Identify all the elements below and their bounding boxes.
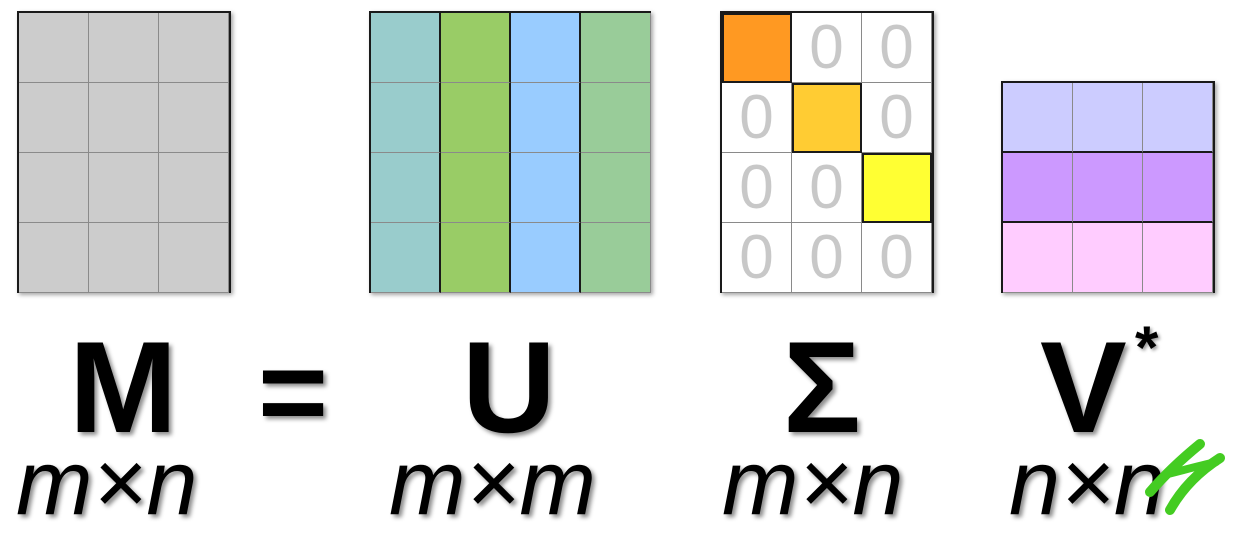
matrix-sigma-zero: 0 [809, 222, 844, 292]
matrix-v-cell [1003, 83, 1073, 153]
matrix-u-cell [511, 153, 581, 223]
matrix-u-cell [371, 83, 441, 153]
matrix-sigma-zero: 0 [739, 82, 774, 152]
matrix-sigma-zero: 0 [809, 12, 844, 82]
matrix-v-cell [1143, 223, 1213, 293]
dims-m: m×n [16, 432, 198, 534]
matrix-sigma-zero-cell: 0 [792, 153, 862, 223]
matrix-v [1001, 81, 1215, 293]
matrix-u-cell [581, 153, 651, 223]
dims-u: m×m [389, 432, 596, 534]
symbol-v-superscript: * [1135, 314, 1159, 381]
matrix-sigma-zero-cell: 0 [792, 223, 862, 293]
matrix-u-cell [441, 83, 511, 153]
matrix-m-cell [19, 83, 89, 153]
matrix-v-cell [1143, 83, 1213, 153]
matrix-m-cell [89, 153, 159, 223]
matrix-m-cell [19, 223, 89, 293]
matrix-u-cell [441, 223, 511, 293]
equals-sign: = [258, 325, 329, 459]
matrix-u-cell [511, 83, 581, 153]
checkmark-icon [1145, 439, 1225, 515]
matrix-u-cell [441, 153, 511, 223]
matrix-sigma-zero: 0 [879, 12, 914, 82]
matrix-u-cell [371, 223, 441, 293]
matrix-u-cell [581, 83, 651, 153]
matrix-sigma-zero: 0 [879, 222, 914, 292]
matrix-sigma-zero-cell: 0 [862, 223, 932, 293]
matrix-m-cell [19, 13, 89, 83]
matrix-u-cell [371, 153, 441, 223]
matrix-sigma-zero-cell: 0 [722, 223, 792, 293]
matrix-m-cell [89, 223, 159, 293]
matrix-u-cell [511, 223, 581, 293]
matrix-v-cell [1073, 153, 1143, 223]
matrix-u-cell [371, 13, 441, 83]
matrix-sigma-zero: 0 [879, 82, 914, 152]
matrix-sigma-zero-cell: 0 [862, 13, 932, 83]
matrix-sigma-diagonal-cell [862, 153, 932, 223]
matrix-sigma-zero: 0 [739, 152, 774, 222]
matrix-sigma-zero-cell: 0 [722, 83, 792, 153]
matrix-m [17, 11, 231, 293]
matrix-m-cell [159, 223, 229, 293]
matrix-m-cell [89, 83, 159, 153]
symbol-u: U [462, 314, 556, 460]
symbol-v: V [1040, 314, 1127, 460]
matrix-u [369, 11, 651, 293]
matrix-u-cell [441, 13, 511, 83]
symbol-m: M [69, 314, 178, 460]
matrix-u-cell [581, 13, 651, 83]
matrix-m-cell [159, 153, 229, 223]
matrix-v-cell [1003, 153, 1073, 223]
matrix-sigma-zero-cell: 0 [792, 13, 862, 83]
matrix-sigma-zero: 0 [739, 222, 774, 292]
matrix-sigma-zero-cell: 0 [862, 83, 932, 153]
dims-v: n×n [1009, 432, 1166, 534]
matrix-m-cell [159, 13, 229, 83]
matrix-sigma-zero: 0 [809, 152, 844, 222]
dims-sigma: m×n [722, 432, 904, 534]
symbol-sigma: Σ [783, 314, 862, 460]
matrix-u-cell [511, 13, 581, 83]
matrix-u-cell [581, 223, 651, 293]
matrix-v-cell [1003, 223, 1073, 293]
matrix-sigma-diagonal-cell [792, 83, 862, 153]
matrix-m-cell [19, 153, 89, 223]
matrix-sigma-diagonal-cell [722, 13, 792, 83]
matrix-m-cell [89, 13, 159, 83]
matrix-sigma-zero-cell: 0 [722, 153, 792, 223]
matrix-v-cell [1073, 83, 1143, 153]
matrix-m-cell [159, 83, 229, 153]
matrix-v-cell [1143, 153, 1213, 223]
matrix-v-cell [1073, 223, 1143, 293]
